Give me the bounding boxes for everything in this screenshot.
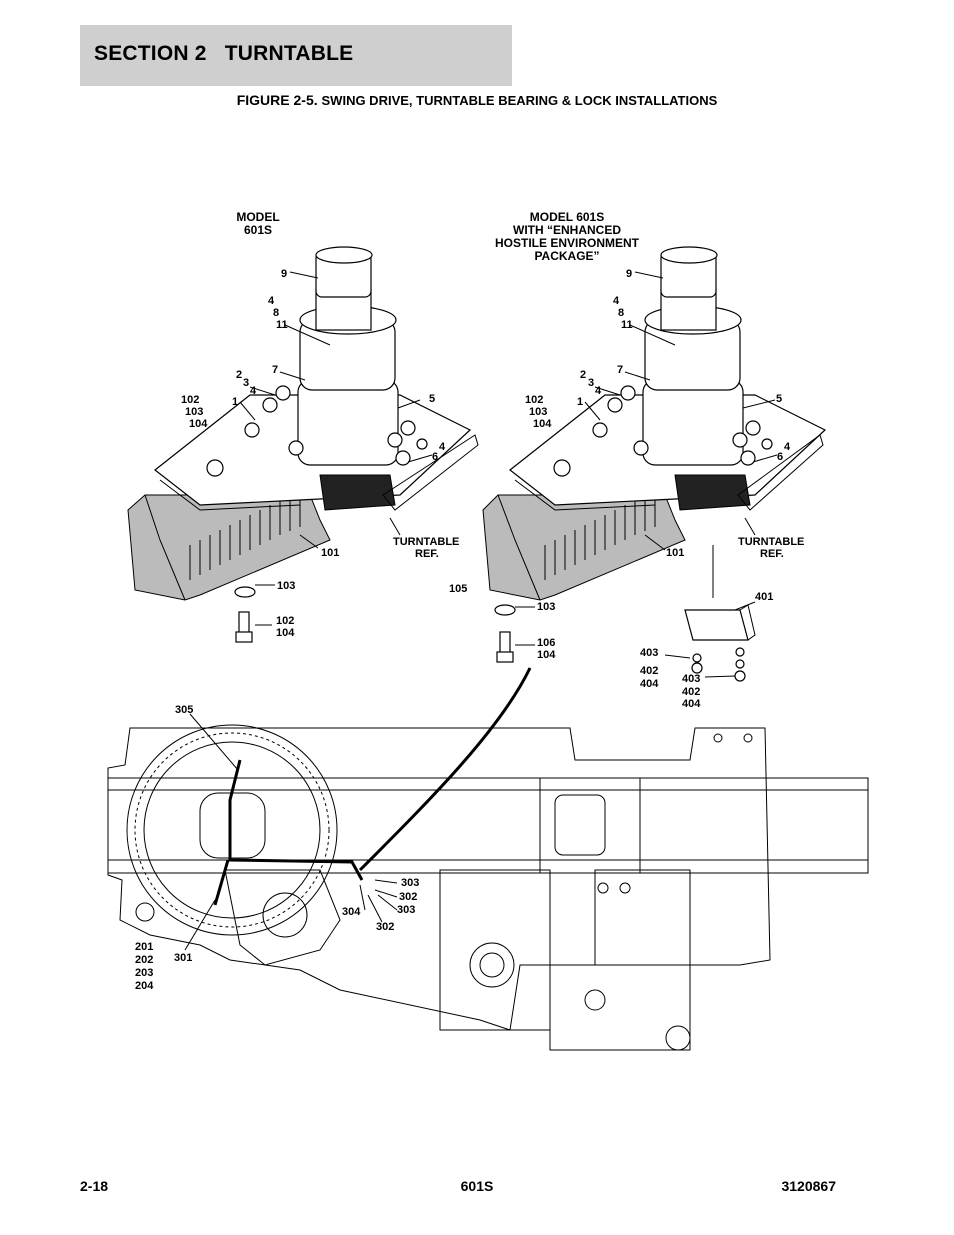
frame-callout-301: 301 <box>174 952 192 964</box>
frame-callout-305: 305 <box>175 704 193 716</box>
frame-callout-204: 204 <box>135 980 154 992</box>
right-callout-404b: 404 <box>682 698 701 710</box>
right-callout-3: 3 <box>588 377 594 389</box>
right-callout-7: 7 <box>617 364 623 376</box>
footer-model: 601S <box>460 1178 494 1194</box>
doc-number: 3120867 <box>781 1178 836 1194</box>
right-callout-4a: 4 <box>613 295 620 307</box>
right-callout-104: 104 <box>533 418 552 430</box>
left-turntable-label-2: REF. <box>415 548 439 560</box>
right-callout-101: 101 <box>666 547 684 559</box>
frame-callout-201: 201 <box>135 941 153 953</box>
right-callout-1: 1 <box>577 396 583 408</box>
right-callout-401: 401 <box>755 591 773 603</box>
frame-callout-303b: 303 <box>397 904 415 916</box>
section-header-box: SECTION 2 TURNTABLE <box>80 25 512 86</box>
left-callout-7: 7 <box>272 364 278 376</box>
right-callout-106-bolt: 106 <box>537 637 555 649</box>
left-callout-4a: 4 <box>268 295 275 307</box>
frame-callout-304: 304 <box>342 906 361 918</box>
right-callout-403a: 403 <box>640 647 658 659</box>
right-callout-4c: 4 <box>784 441 791 453</box>
right-callout-9: 9 <box>626 268 632 280</box>
right-model-title-4: PACKAGE” <box>534 249 599 263</box>
turntable-frame-illustration <box>107 667 869 1051</box>
left-callout-9: 9 <box>281 268 287 280</box>
right-callout-6: 6 <box>777 451 783 463</box>
right-callout-403b: 403 <box>682 673 700 685</box>
right-callout-103-washer: 103 <box>537 601 555 613</box>
frame-callout-202: 202 <box>135 954 153 966</box>
right-turntable-label-2: REF. <box>760 548 784 560</box>
frame-callout-302a: 302 <box>399 891 417 903</box>
right-model-title-1: MODEL 601S <box>530 210 604 224</box>
left-callout-4c: 4 <box>439 441 446 453</box>
left-callout-104-bolt: 104 <box>276 627 295 639</box>
figure-number: FIGURE 2-5. <box>236 92 322 108</box>
right-model-title-2: WITH “ENHANCED <box>513 223 621 237</box>
left-callout-2: 2 <box>236 369 242 381</box>
frame-callout-203: 203 <box>135 967 153 979</box>
left-callout-4b: 4 <box>250 385 257 397</box>
left-callout-104: 104 <box>189 418 208 430</box>
right-callout-404a: 404 <box>640 678 659 690</box>
right-callout-2: 2 <box>580 369 586 381</box>
frame-callout-302b: 302 <box>376 921 394 933</box>
left-model-title-1: MODEL <box>236 210 279 224</box>
right-callout-8: 8 <box>618 307 624 319</box>
page-number: 2-18 <box>80 1178 109 1194</box>
section-title: SECTION 2 TURNTABLE <box>94 42 354 65</box>
figure-title: FIGURE 2-5. SWING DRIVE, TURNTABLE BEARI… <box>0 92 954 108</box>
left-callout-102: 102 <box>181 394 199 406</box>
left-swing-drive-illustration <box>127 246 479 643</box>
left-callout-8: 8 <box>273 307 279 319</box>
right-callout-402b: 402 <box>682 686 700 698</box>
left-callout-101: 101 <box>321 547 339 559</box>
left-callout-11: 11 <box>276 319 288 331</box>
left-callout-103-washer: 103 <box>277 580 295 592</box>
right-callout-103: 103 <box>529 406 547 418</box>
right-turntable-label-1: TURNTABLE <box>738 536 804 548</box>
left-callout-103: 103 <box>185 406 203 418</box>
right-callout-402a: 402 <box>640 665 658 677</box>
frame-callout-303a: 303 <box>401 877 419 889</box>
right-callout-4b: 4 <box>595 385 602 397</box>
right-callout-104-bolt: 104 <box>537 649 556 661</box>
right-callout-11: 11 <box>621 319 633 331</box>
left-callout-3: 3 <box>243 377 249 389</box>
figure-caption: SWING DRIVE, TURNTABLE BEARING & LOCK IN… <box>321 93 718 108</box>
right-callout-102: 102 <box>525 394 543 406</box>
right-callout-105: 105 <box>449 583 467 595</box>
left-model-title-2: 601S <box>244 223 272 237</box>
left-callout-6: 6 <box>432 451 438 463</box>
right-swing-drive-illustration <box>482 246 827 682</box>
left-turntable-label-1: TURNTABLE <box>393 536 459 548</box>
left-callout-1: 1 <box>232 396 238 408</box>
right-callout-5: 5 <box>776 393 782 405</box>
left-callout-5: 5 <box>429 393 435 405</box>
left-callout-102-bolt: 102 <box>276 615 294 627</box>
right-model-title-3: HOSTILE ENVIRONMENT <box>495 236 640 250</box>
